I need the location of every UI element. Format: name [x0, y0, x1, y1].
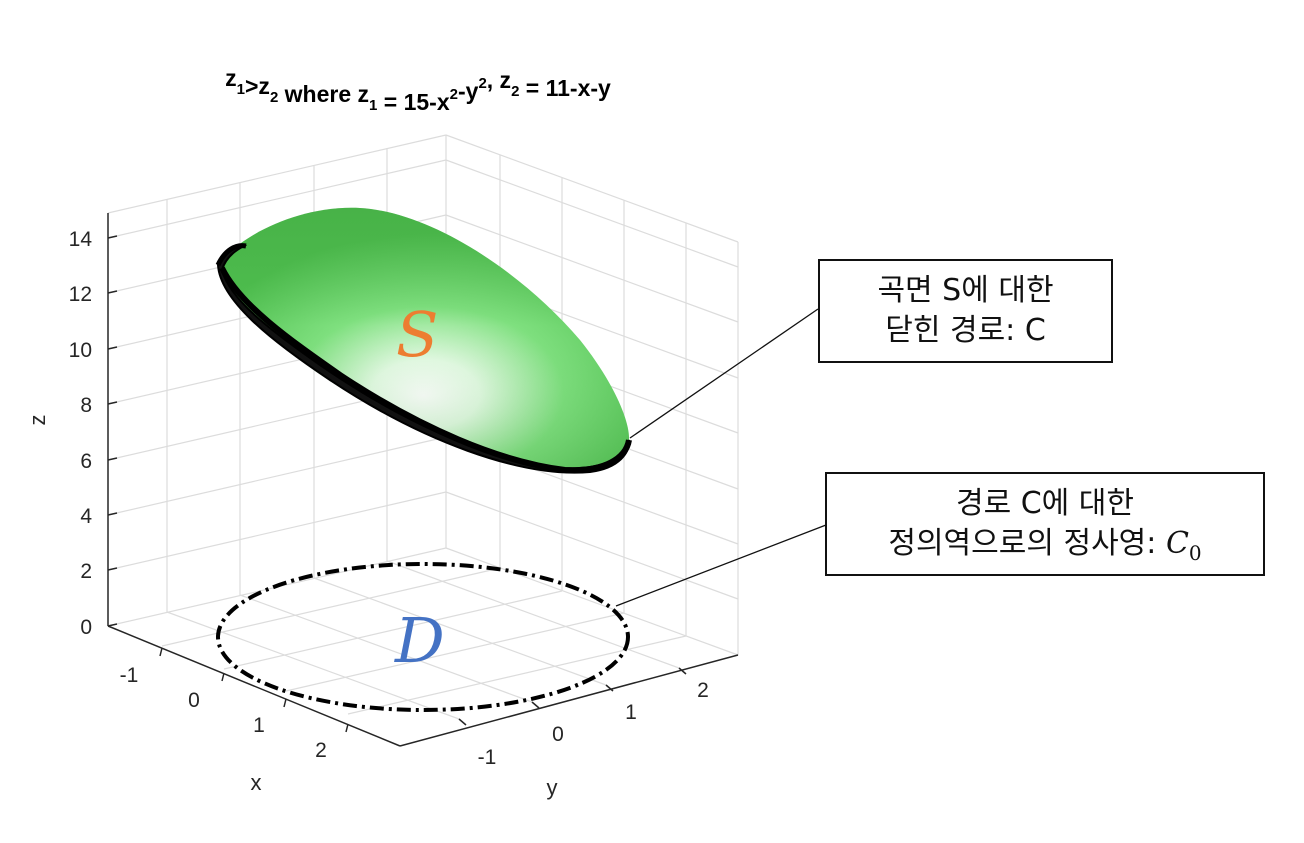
callout-surface-line1: 곡면 S에 대한 [877, 273, 1054, 308]
z-tick-label: 8 [80, 394, 92, 417]
x-tick-label: 0 [188, 689, 200, 712]
title-segment: = 15-x [377, 89, 449, 115]
title-segment: , z [487, 67, 511, 93]
z-ticks [107, 235, 118, 627]
z-tick-label: 14 [69, 228, 93, 251]
x-tick-label: -1 [120, 664, 139, 687]
title-superscript: 2 [450, 86, 458, 103]
surface-s [218, 207, 630, 469]
y-tick-label: 1 [625, 701, 637, 724]
z-tick-label: 2 [80, 560, 92, 583]
domain-label-d: D [394, 604, 445, 677]
x-ticks [159, 647, 349, 733]
y-ticks [458, 667, 687, 726]
title-subscript: 1 [369, 97, 377, 114]
surface-curve-c [215, 243, 632, 474]
callout-leader-surface [629, 308, 819, 439]
callout-projection-line1: 경로 C에 대한 [955, 486, 1135, 521]
title-segment: where z [278, 81, 369, 107]
title-segment: -y [458, 78, 479, 104]
z-axis-label: z [25, 415, 50, 426]
z-tick-label: 12 [69, 283, 92, 306]
title-superscript: 2 [478, 75, 486, 92]
title-subscript: 1 [237, 81, 245, 98]
title-segment: = 11-x-y [519, 75, 611, 101]
y-tick-labels: -1 0 1 2 [478, 679, 709, 769]
x-tick-label: 2 [315, 739, 327, 762]
title-subscript: 2 [511, 83, 519, 100]
title-segment: z [225, 65, 237, 91]
z-tick-labels: 0 2 4 6 8 10 12 14 [69, 228, 93, 639]
callout-leader-projection [615, 524, 827, 607]
y-axis-label: y [547, 775, 558, 800]
x-tick-label: 1 [253, 714, 265, 737]
callout-projection-line2: 정의역으로의 정사영: C0 [827, 524, 1263, 573]
title-subscript: 2 [270, 89, 278, 106]
x-tick-labels: -1 0 1 2 [120, 664, 327, 762]
projection-curve-c0 [216, 562, 630, 712]
plot-title: z1>z2 where z1 = 15-x2-y2, z2 = 11-x-y [225, 65, 611, 115]
y-tick-label: 2 [697, 679, 709, 702]
callout-projection-curve: 경로 C에 대한 정의역으로의 정사영: C0 [825, 472, 1265, 576]
c0-symbol: C0 [1165, 526, 1202, 565]
title-segment: >z [245, 73, 270, 99]
z-tick-label: 10 [69, 339, 92, 362]
callout-surface-curve: 곡면 S에 대한 닫힌 경로: C [818, 259, 1113, 363]
z-tick-label: 4 [80, 505, 92, 528]
callout-projection-text: 정의역으로의 정사영: [888, 526, 1166, 561]
z-tick-label: 6 [80, 450, 92, 473]
y-tick-label: -1 [478, 746, 497, 769]
callout-surface-line2: 닫힌 경로: C [885, 313, 1046, 348]
z-tick-label: 0 [80, 616, 92, 639]
surface-label-s: S [396, 298, 438, 371]
y-tick-label: 0 [552, 723, 564, 746]
x-axis-label: x [251, 770, 262, 795]
